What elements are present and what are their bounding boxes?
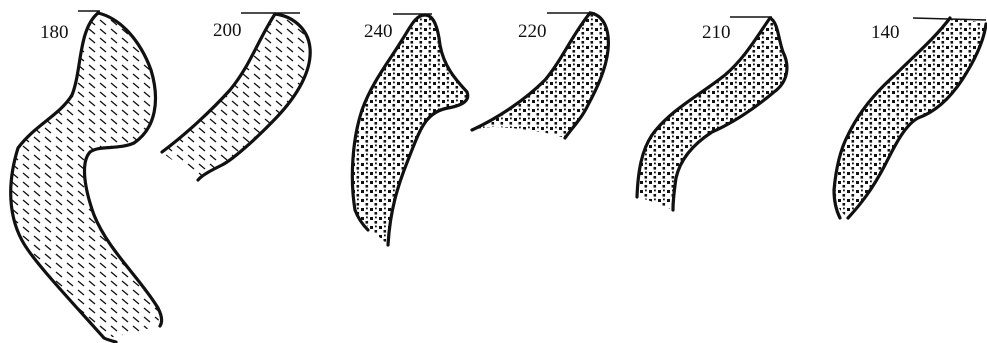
profile-4-label: 220: [518, 21, 547, 42]
vessel-profile-5: 210: [637, 17, 787, 210]
vessel-profile-2: 200: [162, 13, 310, 180]
profile-5-label: 210: [702, 22, 731, 43]
profile-5-fill: [637, 18, 787, 210]
vessel-profile-1: 180: [11, 11, 162, 342]
profile-6-rim-line: [913, 18, 986, 20]
profile-2-label: 200: [213, 20, 242, 41]
profile-3-fill: [352, 15, 467, 245]
profile-6-label: 140: [871, 22, 900, 43]
profile-1-label: 180: [40, 22, 69, 43]
vessel-profile-3: 240: [352, 14, 467, 245]
profile-3-label: 240: [364, 21, 393, 42]
vessel-profile-6: 140: [834, 18, 986, 218]
vessel-profile-4: 220: [472, 13, 608, 138]
